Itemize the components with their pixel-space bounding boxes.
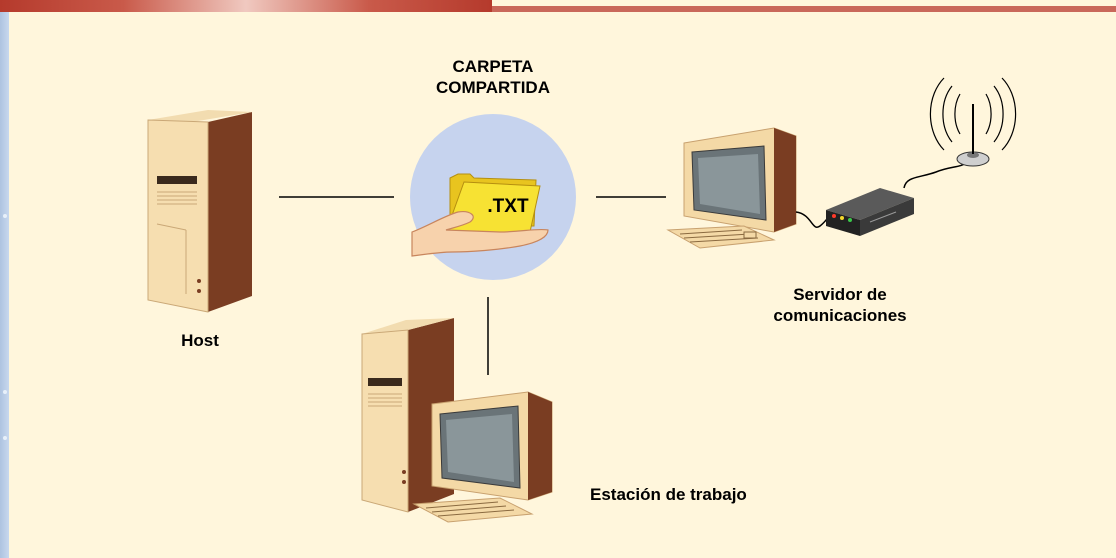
top-bar-line	[492, 6, 1116, 12]
hand-icon	[411, 211, 549, 257]
shared-folder-icon: .TXT	[410, 114, 576, 280]
computer-icon	[666, 127, 797, 249]
stripe-dot	[3, 390, 7, 394]
workstation-icon	[361, 318, 553, 523]
left-stripe	[0, 12, 9, 558]
host-tower-icon	[147, 110, 252, 313]
stripe-dot	[3, 436, 7, 440]
modem-icon	[826, 188, 914, 236]
top-bar-accent	[0, 0, 492, 12]
shared-folder-label: CARPETA COMPARTIDA	[436, 57, 550, 97]
file-tag: .TXT	[487, 196, 529, 217]
antenna-cable	[903, 161, 969, 189]
host-label: Host	[181, 331, 219, 350]
workstation-label: Estación de trabajo	[590, 485, 747, 504]
comm-server-label: Servidor de comunicaciones	[773, 285, 907, 325]
antenna-icon	[929, 77, 1017, 167]
stripe-dot	[3, 214, 7, 218]
